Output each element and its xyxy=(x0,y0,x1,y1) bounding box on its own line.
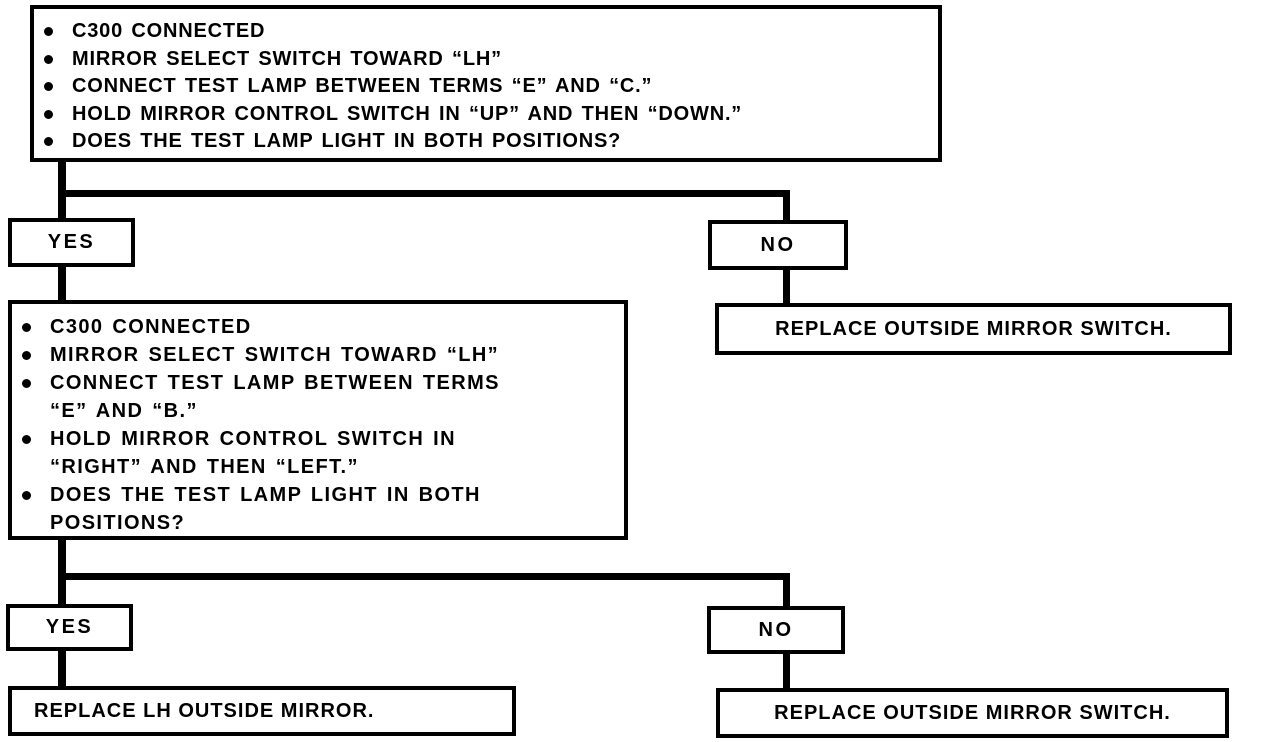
connector-no2-to-result2 xyxy=(783,652,790,691)
bullet-item: DOES THE TEST LAMP LIGHT IN BOTH POSITIO… xyxy=(18,481,616,537)
connector-yes1-to-step2 xyxy=(58,265,66,303)
bullet-item: C300 CONNECTED xyxy=(40,18,930,46)
branch1-yes-box: YES xyxy=(8,218,135,267)
branch2-yes-result-box: REPLACE LH OUTSIDE MIRROR. xyxy=(8,686,516,736)
step1-test-box: C300 CONNECTED MIRROR SELECT SWITCH TOWA… xyxy=(30,5,942,162)
branch2-yes-box: YES xyxy=(6,604,133,651)
connector-step2-to-yes2 xyxy=(58,538,66,606)
bullet-item: CONNECT TEST LAMP BETWEEN TERMS “E” AND … xyxy=(40,73,930,101)
step1-bullet-list: C300 CONNECTED MIRROR SELECT SWITCH TOWA… xyxy=(34,9,938,162)
branch2-no-box: NO xyxy=(707,606,845,654)
branch2-no-result-box: REPLACE OUTSIDE MIRROR SWITCH. xyxy=(716,688,1229,738)
branch1-no-result-box: REPLACE OUTSIDE MIRROR SWITCH. xyxy=(715,303,1232,355)
bullet-item: C300 CONNECTED xyxy=(18,313,616,341)
connector-branch2-horizontal xyxy=(58,573,790,580)
step2-test-box: C300 CONNECTED MIRROR SELECT SWITCH TOWA… xyxy=(8,300,628,540)
bullet-item: HOLD MIRROR CONTROL SWITCH IN “UP” AND T… xyxy=(40,101,930,129)
connector-branch2-to-no2 xyxy=(783,573,790,609)
connector-no1-to-result1 xyxy=(783,268,790,306)
bullet-item: HOLD MIRROR CONTROL SWITCH IN “RIGHT” AN… xyxy=(18,425,616,481)
branch1-no-box: NO xyxy=(708,220,848,270)
connector-yes2-to-result-lh xyxy=(58,649,66,689)
step2-bullet-list: C300 CONNECTED MIRROR SELECT SWITCH TOWA… xyxy=(12,304,624,543)
bullet-item: MIRROR SELECT SWITCH TOWARD “LH” xyxy=(18,341,616,369)
bullet-item: CONNECT TEST LAMP BETWEEN TERMS “E” AND … xyxy=(18,369,616,425)
bullet-item: DOES THE TEST LAMP LIGHT IN BOTH POSITIO… xyxy=(40,128,930,156)
connector-branch1-horizontal xyxy=(58,190,790,197)
connector-branch1-to-no1 xyxy=(783,190,790,222)
bullet-item: MIRROR SELECT SWITCH TOWARD “LH” xyxy=(40,46,930,74)
